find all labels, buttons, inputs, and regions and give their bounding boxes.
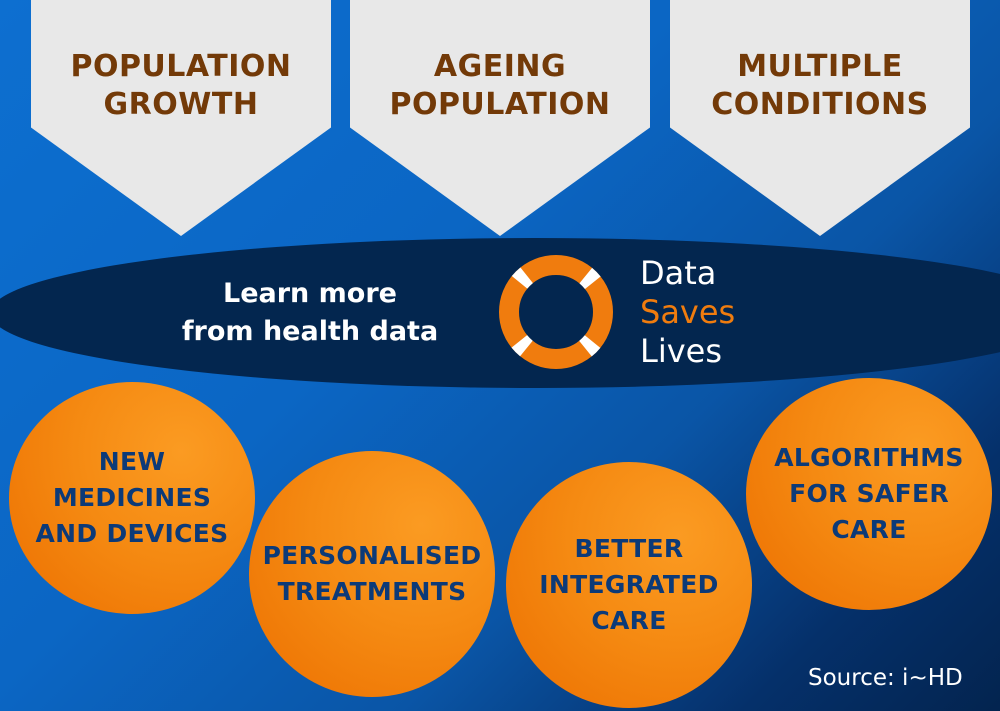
driver-label: POPULATION GROWTH <box>70 49 292 122</box>
data-saves-lives-logo: Data Saves Lives <box>640 254 735 371</box>
logo-line-data: Data <box>640 254 717 292</box>
driver-label: MULTIPLE CONDITIONS <box>711 49 929 122</box>
outcome-label: BETTER INTEGRATED CARE <box>539 534 719 635</box>
driver-population-growth: POPULATION GROWTH <box>31 0 331 236</box>
outcome-better-integrated-care: BETTER INTEGRATED CARE <box>506 462 752 708</box>
logo-line-lives: Lives <box>640 332 723 370</box>
outcome-personalised-treatments: PERSONALISED TREATMENTS <box>249 451 495 697</box>
lifebuoy-icon <box>499 255 613 369</box>
driver-ageing-population: AGEING POPULATION <box>350 0 650 236</box>
outcome-new-medicines: NEW MEDICINES AND DEVICES <box>9 382 255 614</box>
source-credit: Source: i~HD <box>808 665 963 691</box>
outcome-algorithms-safer-care: ALGORITHMS FOR SAFER CARE <box>746 378 992 610</box>
center-text: Learn more from health data <box>181 278 439 347</box>
outcome-label: NEW MEDICINES AND DEVICES <box>35 447 229 548</box>
driver-multiple-conditions: MULTIPLE CONDITIONS <box>670 0 970 236</box>
logo-line-saves: Saves <box>640 293 736 331</box>
driver-label: AGEING POPULATION <box>389 49 611 122</box>
outcome-label: ALGORITHMS FOR SAFER CARE <box>774 443 964 544</box>
outcome-label: PERSONALISED TREATMENTS <box>262 541 482 606</box>
